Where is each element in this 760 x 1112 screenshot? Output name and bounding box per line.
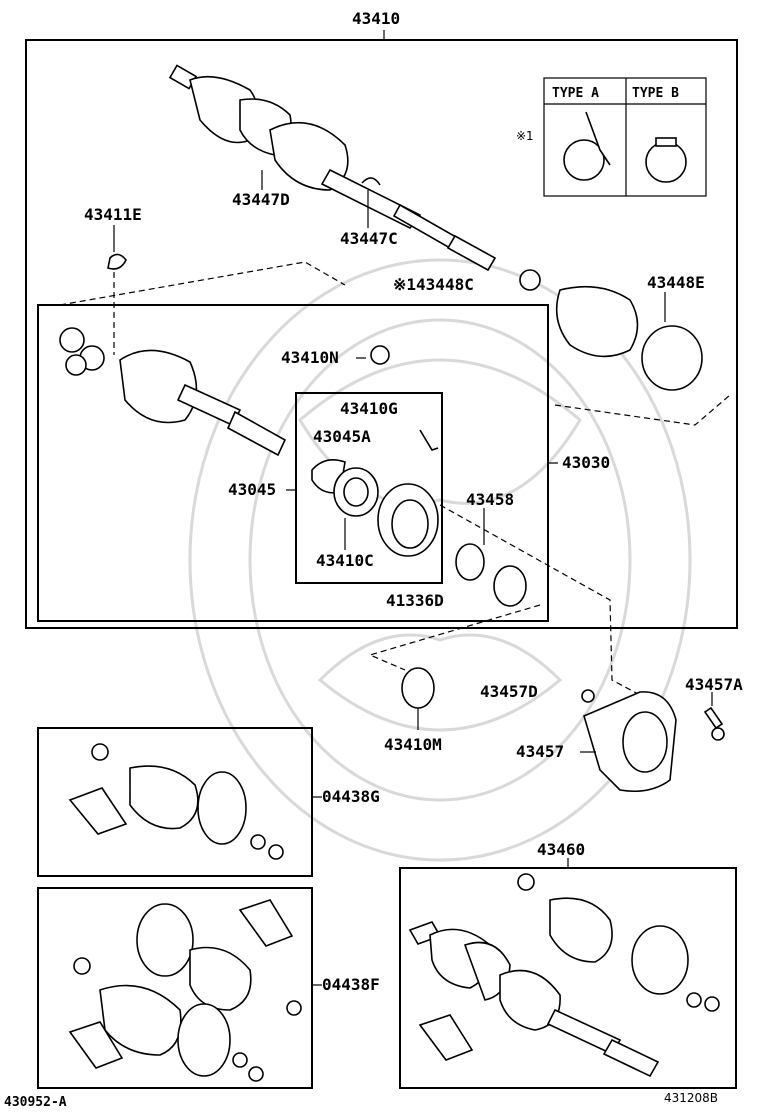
kit-box-04438G <box>37 727 313 877</box>
kit-04438F-parts <box>68 899 302 1082</box>
type-inset: TYPE A TYPE B ※1 <box>516 77 707 197</box>
label-04438F[interactable]: 04438F <box>322 975 380 994</box>
label-41336D[interactable]: 41336D <box>386 591 444 610</box>
inset-marker: ※1 <box>516 129 534 143</box>
boot-43448E <box>555 285 703 391</box>
label-43457A[interactable]: 43457A <box>685 675 743 694</box>
seal-43410M <box>401 667 435 709</box>
bolt-43457A <box>703 706 724 730</box>
snap-ring-43410N <box>370 345 390 365</box>
label-43457[interactable]: 43457 <box>516 742 564 761</box>
label-43030[interactable]: 43030 <box>562 453 610 472</box>
label-43448C[interactable]: ※143448C <box>393 275 474 294</box>
label-43410G[interactable]: 43410G <box>340 399 398 418</box>
tripod-bearing <box>311 459 439 557</box>
label-43411E[interactable]: 43411E <box>84 205 142 224</box>
label-43045A[interactable]: 43045A <box>313 427 371 446</box>
kit-box-04438F <box>37 887 313 1089</box>
seal-41336D <box>493 565 527 607</box>
footer-code-left: 430952-A <box>4 1095 67 1110</box>
label-43447C[interactable]: 43447C <box>340 229 398 248</box>
type-b-label: TYPE B <box>632 86 679 101</box>
bolt-43457D <box>581 689 595 703</box>
kit-04438G-parts <box>68 743 284 860</box>
assembly-box-43045 <box>295 392 443 584</box>
assembly-43460-parts <box>408 873 720 1078</box>
footer-code-right: 431208B <box>664 1091 718 1105</box>
inboard-joint-shaft <box>59 327 287 457</box>
assembly-box-43410 <box>25 39 738 629</box>
outboard-joint-shaft <box>168 64 497 272</box>
watermark-emblem <box>188 258 692 862</box>
type-a-label: TYPE A <box>552 86 599 101</box>
label-43457D[interactable]: 43457D <box>480 682 538 701</box>
snap-ring-43411E <box>107 253 127 270</box>
label-43045[interactable]: 43045 <box>228 480 276 499</box>
label-43447D[interactable]: 43447D <box>232 190 290 209</box>
boot-clamp-43448C <box>519 269 541 291</box>
oil-seal-43458 <box>455 543 485 581</box>
label-43410N[interactable]: 43410N <box>281 348 339 367</box>
label-04438G[interactable]: 04438G <box>322 787 380 806</box>
label-43448E[interactable]: 43448E <box>647 273 705 292</box>
label-43410[interactable]: 43410 <box>352 9 400 28</box>
label-43410C[interactable]: 43410C <box>316 551 374 570</box>
label-43410M[interactable]: 43410M <box>384 735 442 754</box>
label-43460[interactable]: 43460 <box>537 840 585 859</box>
label-43458[interactable]: 43458 <box>466 490 514 509</box>
